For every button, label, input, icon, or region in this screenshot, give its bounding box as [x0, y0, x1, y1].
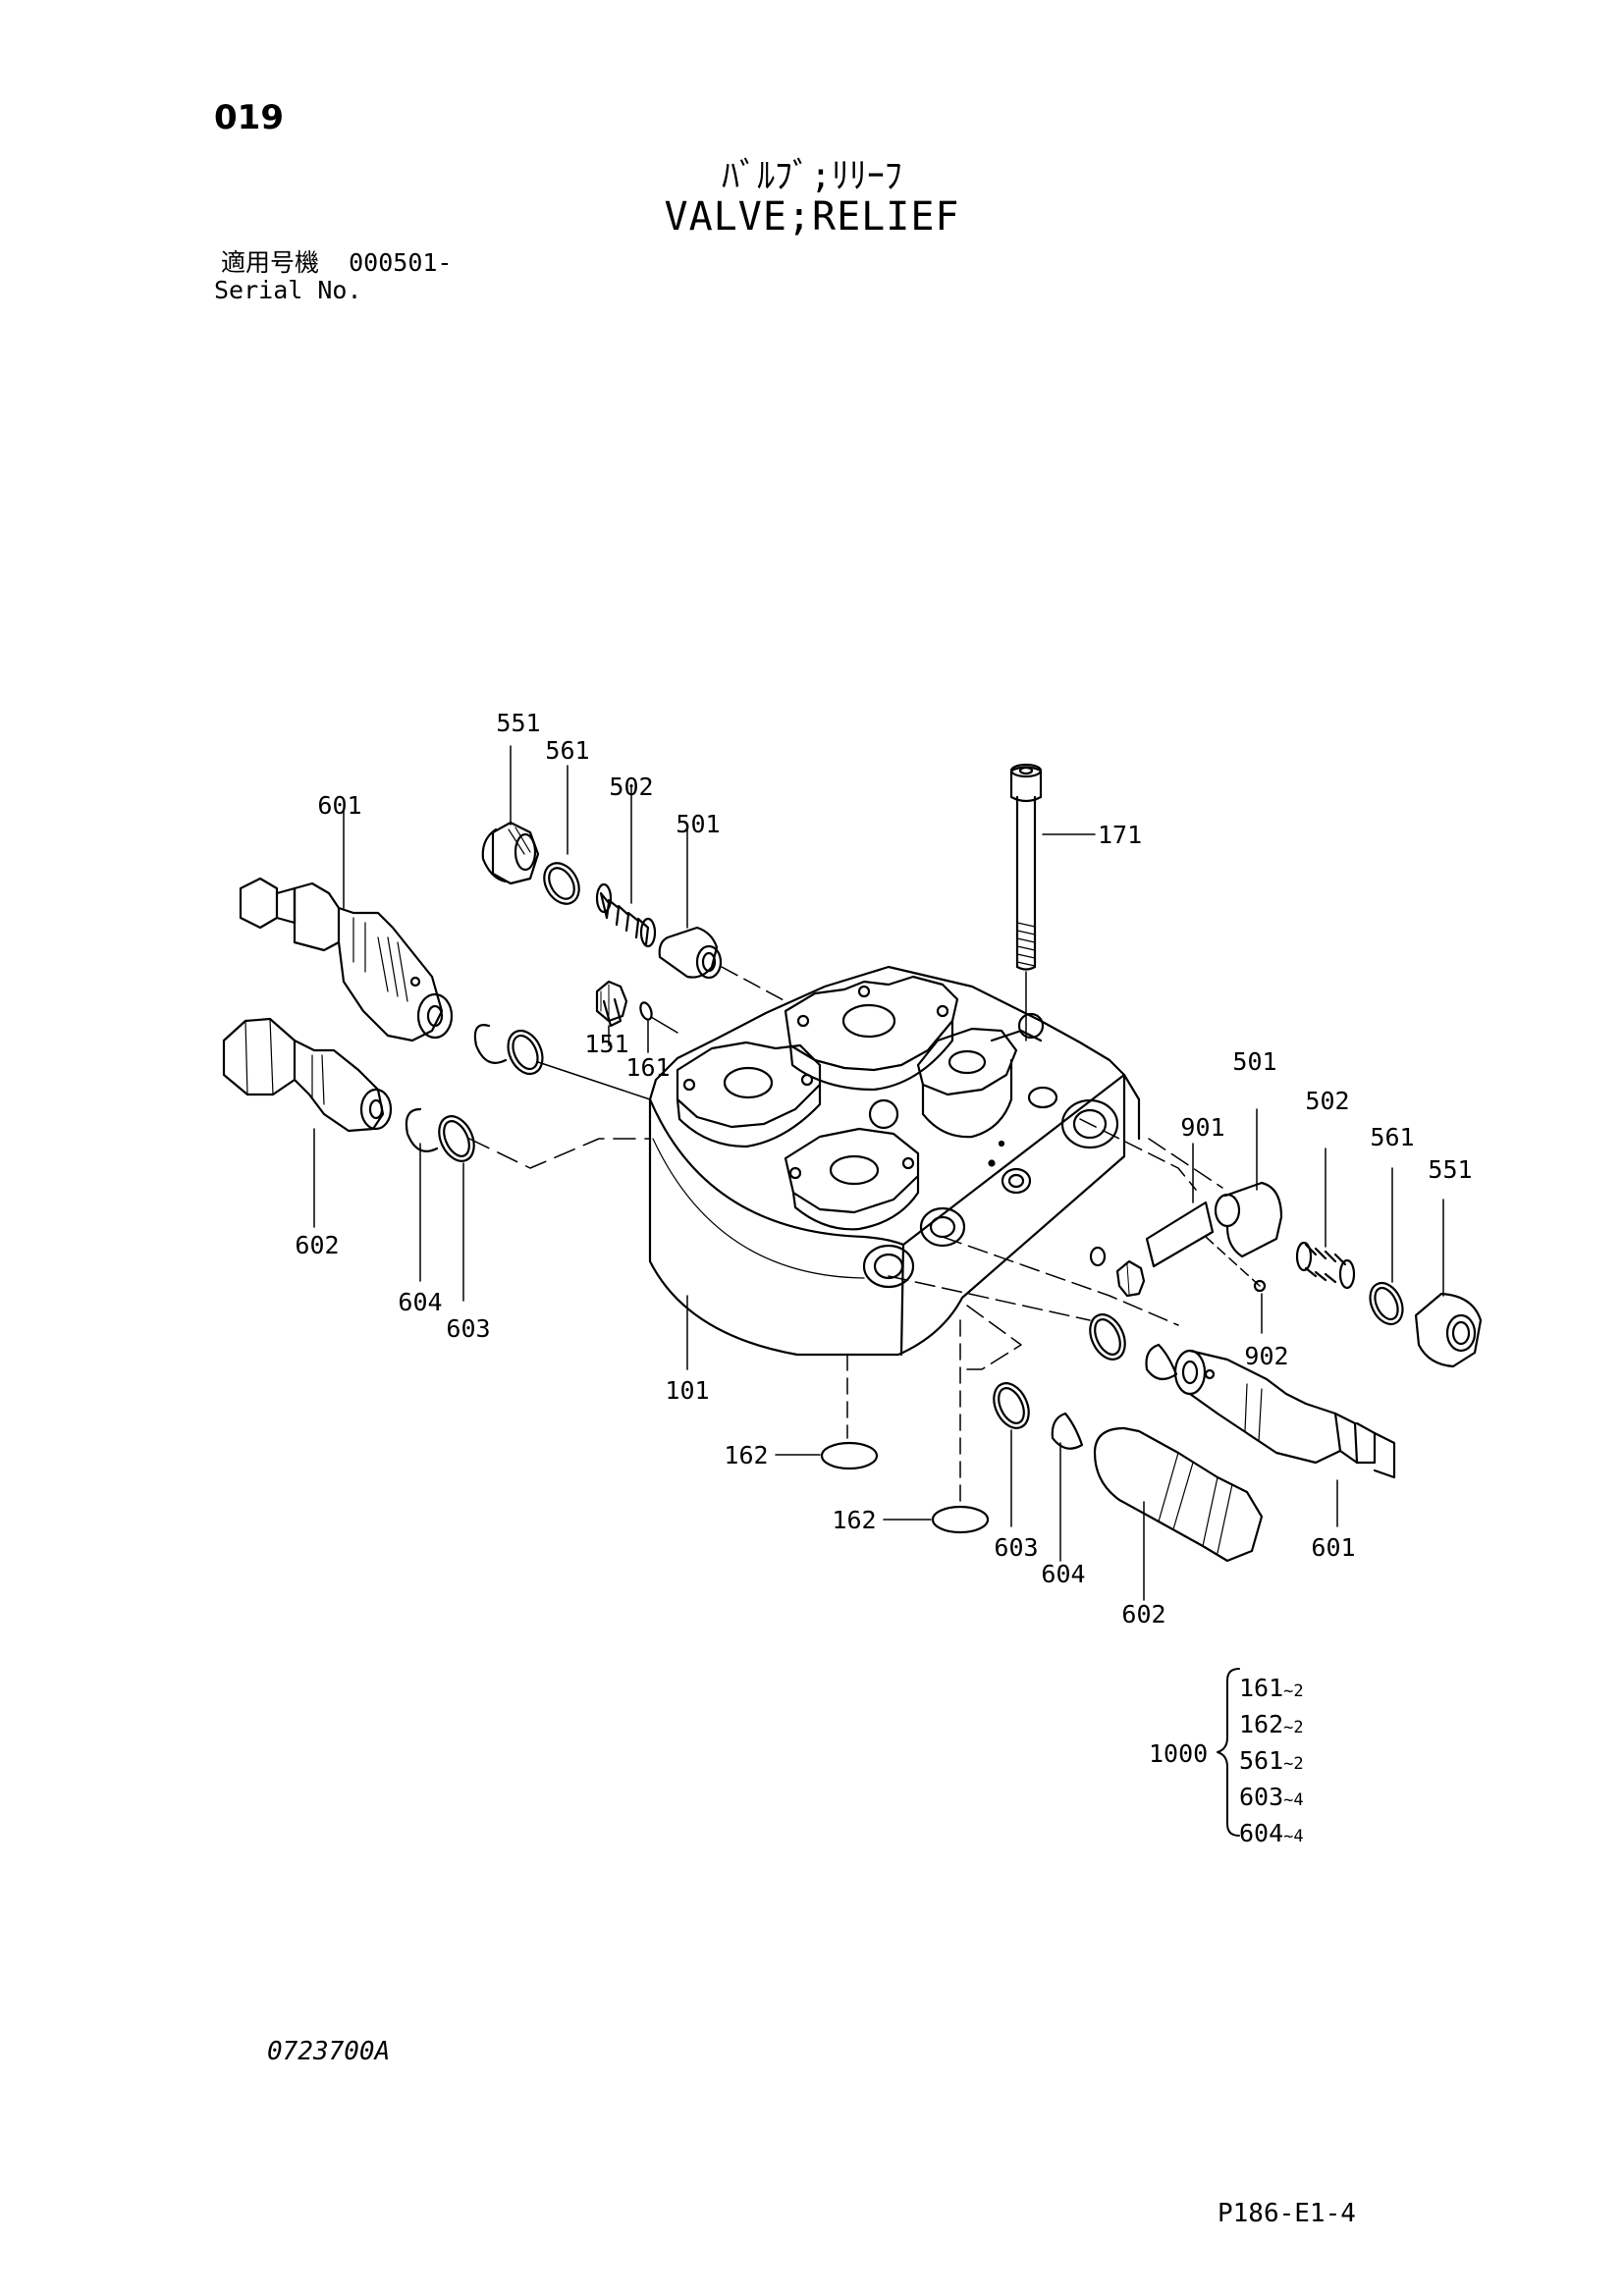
callout-902: 902 [1244, 1342, 1288, 1370]
left-cap-stack [481, 745, 786, 1002]
kit-item: 162~2 [1239, 1710, 1304, 1738]
callout-502-left: 502 [609, 773, 653, 801]
oring-161 [639, 1001, 678, 1053]
callout-151: 151 [584, 1030, 628, 1058]
serial-label-en: Serial No. [214, 276, 362, 304]
poppet-501-left [658, 828, 786, 1002]
callout-161: 161 [625, 1053, 670, 1082]
callout-551-left: 551 [496, 709, 540, 737]
spring-502-right [1295, 1148, 1356, 1290]
bolt-171 [1009, 763, 1096, 1041]
orings-162-bottom [775, 1319, 990, 1534]
callout-603-right: 603 [994, 1533, 1038, 1562]
valve-body-101 [648, 965, 1141, 1357]
kit-items-list: 161~2 162~2 561~2 603~4 604~4 [1239, 1672, 1304, 1853]
callout-604-right: 604 [1041, 1560, 1085, 1588]
plug-602-lower [1093, 1426, 1264, 1601]
callout-171: 171 [1098, 821, 1142, 849]
plug-602-upper [222, 1017, 393, 1228]
callout-602-left: 602 [295, 1231, 339, 1259]
callout-604-left: 604 [398, 1288, 442, 1316]
relief-cartridge-601-upper [239, 809, 454, 1042]
page-reference: P186-E1-4 [1218, 2199, 1356, 2228]
callout-601-lower: 601 [1311, 1533, 1355, 1562]
rings-right-upper [888, 1236, 1179, 1381]
callout-101: 101 [665, 1376, 709, 1405]
oring-561-right [1369, 1167, 1404, 1326]
callout-561-right: 561 [1370, 1123, 1414, 1151]
plug-151 [595, 980, 628, 1046]
small-plug-151-right [1089, 1246, 1146, 1298]
callout-603-left: 603 [446, 1314, 490, 1343]
callout-501-right: 501 [1232, 1047, 1276, 1076]
title-japanese: ﾊﾞﾙﾌﾞ;ﾘﾘｰﾌ [722, 156, 902, 196]
cap-551-right [1414, 1199, 1483, 1368]
plate-901 [1079, 1118, 1215, 1268]
screw-902 [1205, 1236, 1267, 1334]
page-number: 019 [214, 98, 284, 137]
spring-502-left [595, 784, 657, 948]
callout-162-upper: 162 [724, 1441, 768, 1469]
callout-901: 901 [1180, 1113, 1224, 1142]
callout-602-right: 602 [1121, 1600, 1165, 1629]
serial-label-ja: 適用号機 [221, 248, 320, 277]
poppet-501-right [1148, 1108, 1283, 1258]
serial-value: 000501- [349, 248, 453, 277]
rings-right-lower [966, 1305, 1084, 1562]
title-english: VALVE;RELIEF [664, 194, 960, 240]
kit-brace [1217, 1668, 1240, 1837]
kit-item: 161~2 [1239, 1674, 1304, 1702]
serial-line: 適用号機 000501- [221, 249, 452, 276]
relief-cartridge-601-lower [1173, 1349, 1396, 1527]
callout-labels: 551 561 502 501 601 171 151 161 602 604 … [295, 709, 1472, 1629]
callout-551-right: 551 [1428, 1155, 1472, 1184]
kit-item: 603~4 [1239, 1783, 1304, 1811]
flange-plates [676, 975, 1058, 1231]
callout-601-upper: 601 [317, 791, 361, 820]
drawing-number: 0723700A [267, 2037, 391, 2066]
rings-left [405, 1024, 651, 1302]
callout-502-right: 502 [1305, 1087, 1349, 1115]
kit-item: 561~2 [1239, 1746, 1304, 1775]
kit-number: 1000 [1149, 1739, 1209, 1768]
callout-162-lower: 162 [832, 1506, 876, 1534]
callout-501-left: 501 [676, 810, 720, 838]
kit-item: 604~4 [1239, 1819, 1304, 1847]
callout-561-left: 561 [545, 736, 589, 765]
